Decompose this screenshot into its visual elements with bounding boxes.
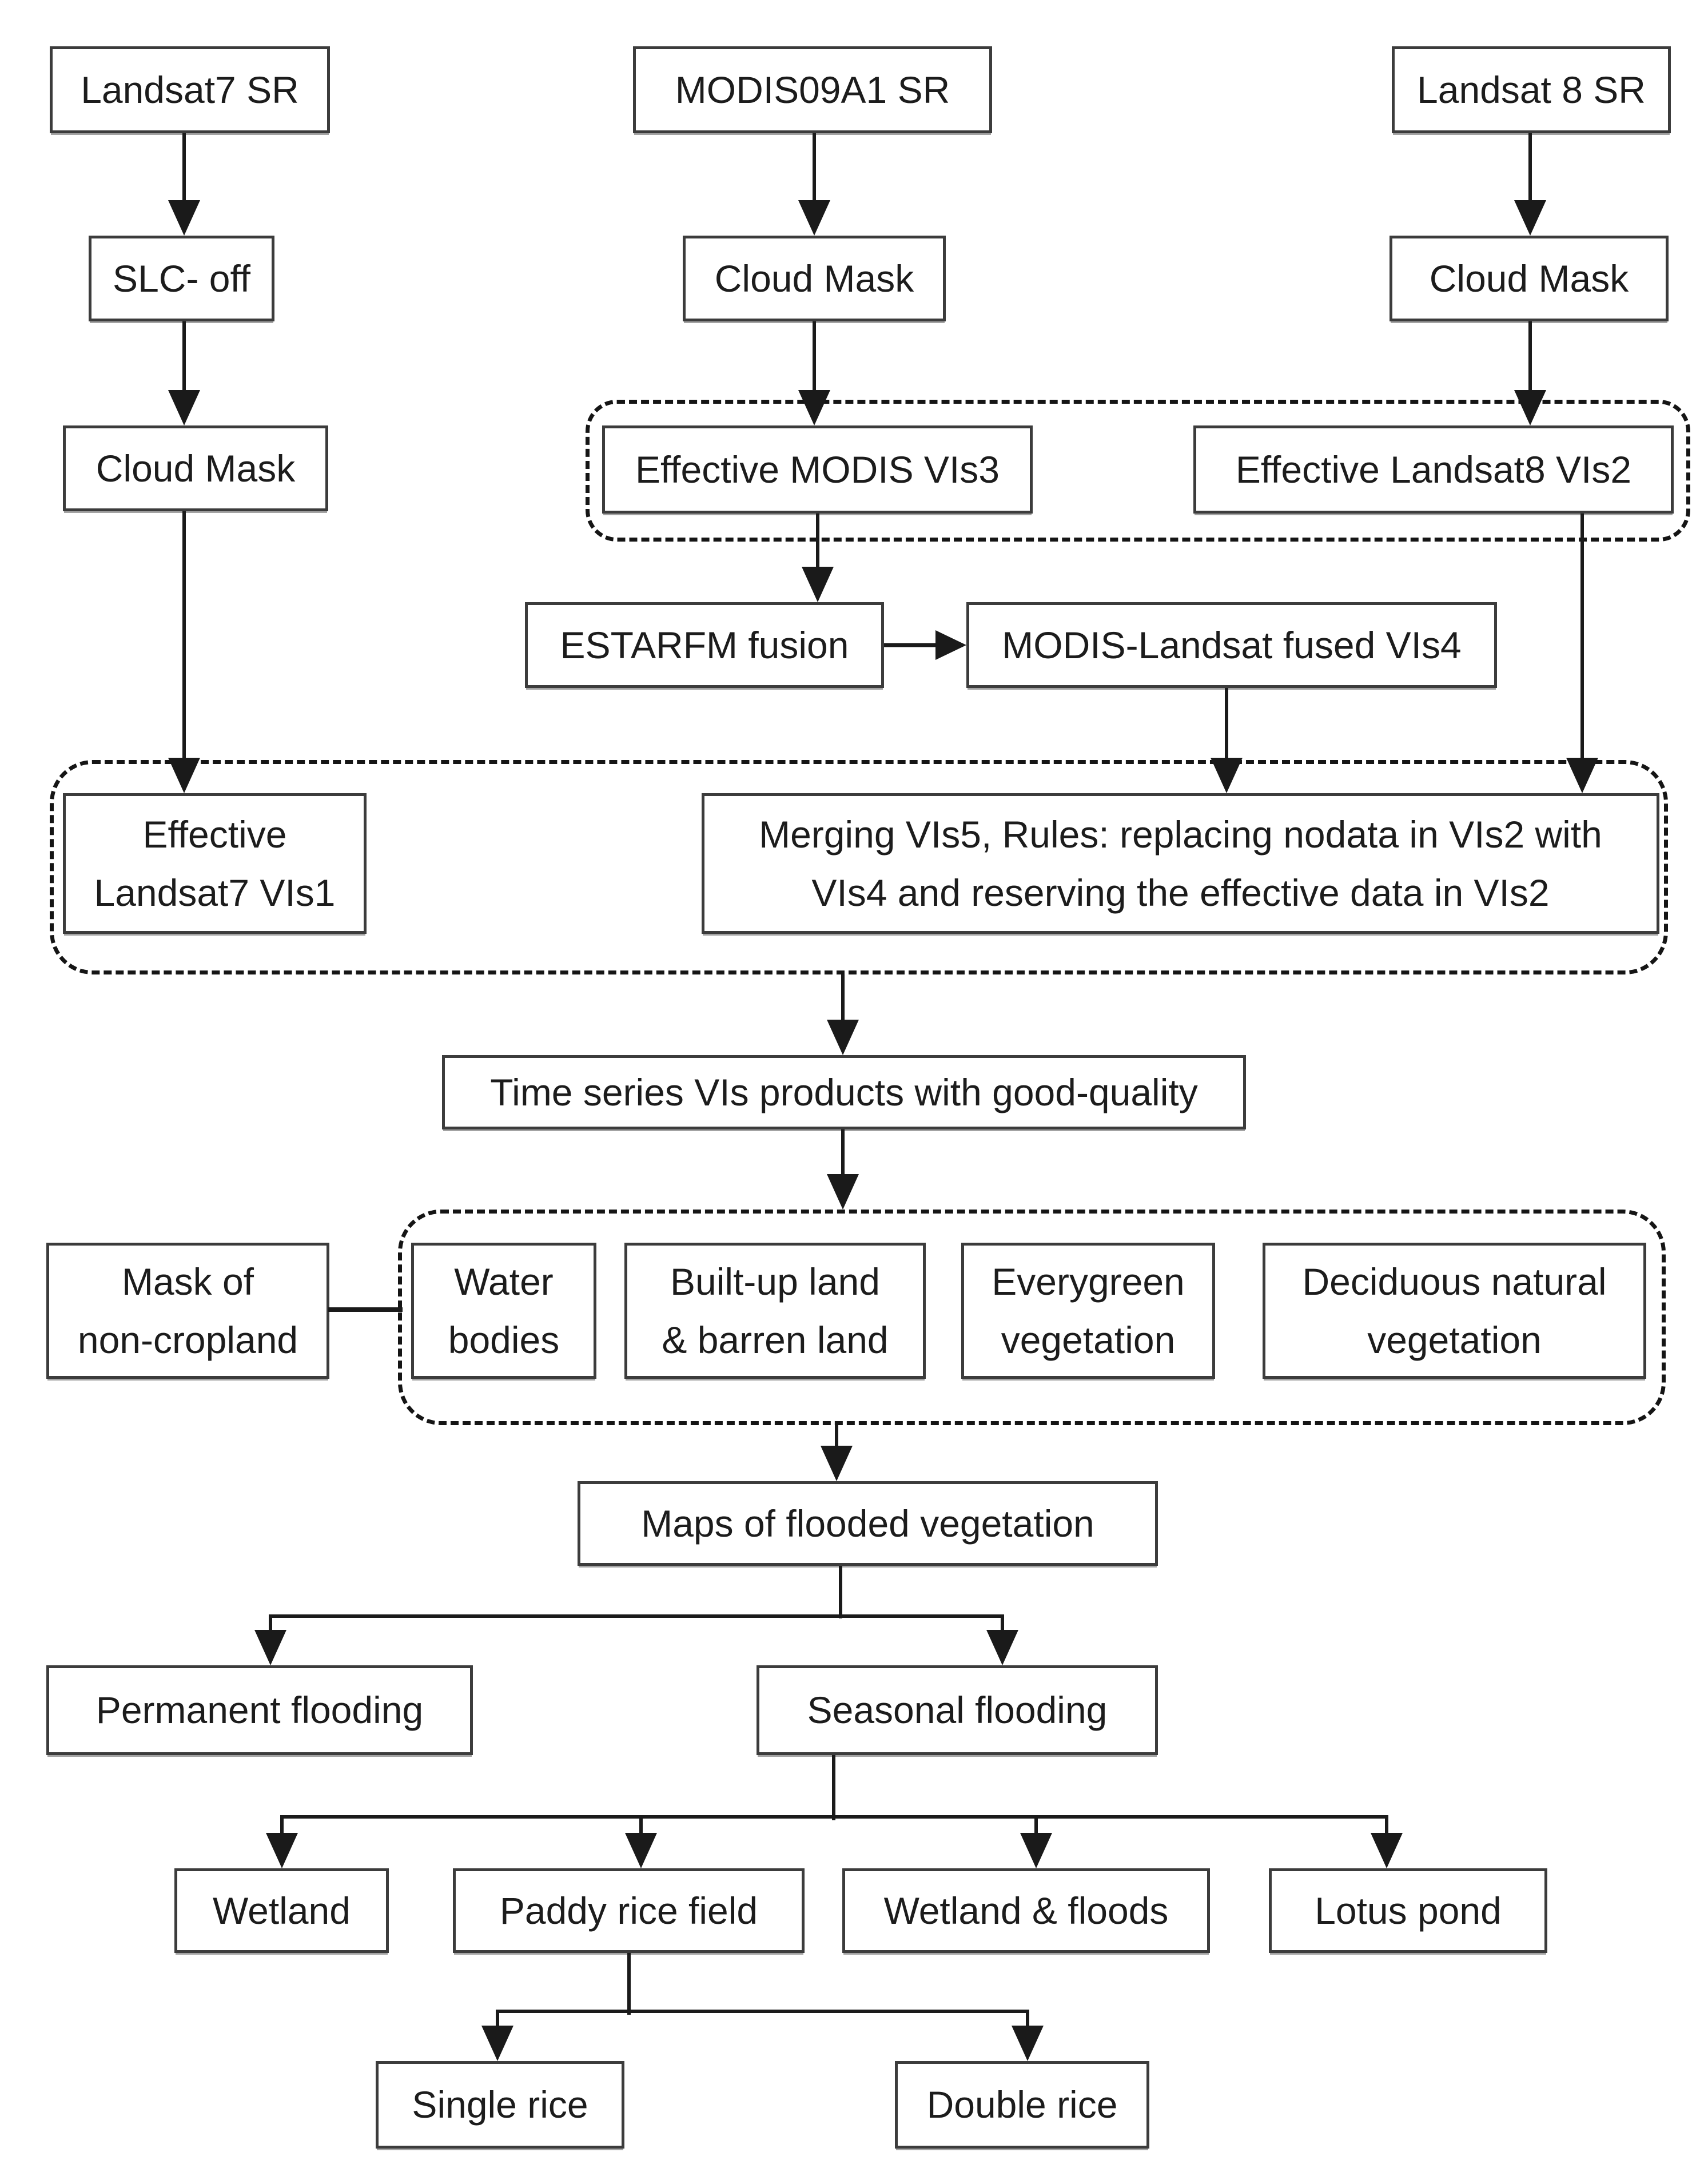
arrow-split-to-double-rice (1012, 2011, 1044, 2061)
arrow-landsat7sr-to-slcoff (168, 133, 200, 236)
node-modis-landsat-fused-vis4: MODIS-Landsat fused VIs4 (966, 602, 1497, 688)
group-merging-dashed-box (50, 760, 1668, 974)
line-maps-to-flooding-split (839, 1566, 842, 1618)
line-seasonal-split-horizontal (280, 1815, 1388, 1819)
node-builtup-barren-land: Built-up land & barren land (624, 1243, 926, 1379)
node-slc-off: SLC- off (89, 236, 274, 321)
arrow-cloudmask-to-effective-landsat7 (168, 511, 200, 793)
line-seasonal-to-split (832, 1755, 835, 1820)
line-paddy-to-split (627, 1953, 631, 2015)
node-seasonal-flooding: Seasonal flooding (757, 1665, 1158, 1755)
node-cloud-mask-modis: Cloud Mask (683, 236, 946, 321)
node-mask-of-non-cropland: Mask of non-cropland (46, 1243, 329, 1379)
arrow-cloudmask-to-effective-modis (798, 321, 830, 425)
node-landsat8-sr: Landsat 8 SR (1392, 46, 1671, 133)
arrow-time-series-to-classes-group (827, 1129, 859, 1210)
arrow-effective-landsat8-to-merging (1566, 514, 1598, 793)
node-modis09a1-sr: MODIS09A1 SR (633, 46, 992, 133)
arrow-split-to-wetland (266, 1817, 298, 1868)
arrow-split-to-paddy-rice (625, 1817, 657, 1868)
node-lotus-pond: Lotus pond (1269, 1868, 1547, 1953)
arrow-split-to-single-rice (481, 2011, 513, 2061)
node-paddy-rice-field: Paddy rice field (453, 1868, 805, 1953)
node-everygreen-vegetation: Everygreen vegetation (961, 1243, 1215, 1379)
arrow-modis-to-cloudmask (798, 133, 830, 236)
line-flooding-split-horizontal (269, 1614, 1004, 1618)
arrow-split-to-permanent-flooding (254, 1616, 286, 1665)
node-cloud-mask-landsat8: Cloud Mask (1390, 236, 1669, 321)
node-effective-landsat7-vis1: Effective Landsat7 VIs1 (63, 793, 367, 934)
node-deciduous-natural-vegetation: Deciduous natural vegetation (1263, 1243, 1646, 1379)
node-cloud-mask-landsat7: Cloud Mask (63, 425, 328, 511)
node-effective-landsat8-vis2: Effective Landsat8 VIs2 (1193, 425, 1674, 514)
arrow-cloudmask-to-effective-landsat8 (1514, 321, 1546, 425)
node-merging-vis5-rules: Merging VIs5, Rules: replacing nodata in… (702, 793, 1659, 934)
node-effective-modis-vis3: Effective MODIS VIs3 (602, 425, 1033, 514)
group-effective-vis-dashed-box (586, 400, 1690, 542)
node-estarfm-fusion: ESTARFM fusion (525, 602, 884, 688)
node-time-series-vis-products: Time series VIs products with good-quali… (442, 1055, 1246, 1129)
arrow-merging-group-to-time-series (827, 974, 859, 1055)
arrow-split-to-lotus-pond (1371, 1817, 1403, 1868)
arrow-slcoff-to-cloudmask (168, 321, 200, 425)
arrow-split-to-seasonal-flooding (986, 1616, 1018, 1665)
arrow-estarfm-to-fused-vis4 (884, 629, 966, 661)
group-non-cropland-classes-dashed-box (398, 1210, 1666, 1425)
arrow-fused-vis4-to-merging (1211, 688, 1243, 793)
node-permanent-flooding: Permanent flooding (46, 1665, 473, 1755)
arrow-classes-group-to-maps (821, 1425, 853, 1481)
arrow-split-to-wetland-floods (1020, 1817, 1052, 1868)
node-single-rice: Single rice (376, 2061, 624, 2149)
arrow-landsat8sr-to-cloudmask (1514, 133, 1546, 236)
node-wetland-and-floods: Wetland & floods (842, 1868, 1210, 1953)
node-wetland: Wetland (174, 1868, 389, 1953)
node-maps-of-flooded-vegetation: Maps of flooded vegetation (578, 1481, 1158, 1566)
line-rice-split-horizontal (496, 2010, 1029, 2013)
node-water-bodies: Water bodies (411, 1243, 596, 1379)
node-double-rice: Double rice (895, 2061, 1149, 2149)
node-landsat7-sr: Landsat7 SR (50, 46, 330, 133)
line-mask-to-classes-group (328, 1307, 403, 1312)
arrow-effective-modis-to-estarfm (802, 514, 834, 602)
